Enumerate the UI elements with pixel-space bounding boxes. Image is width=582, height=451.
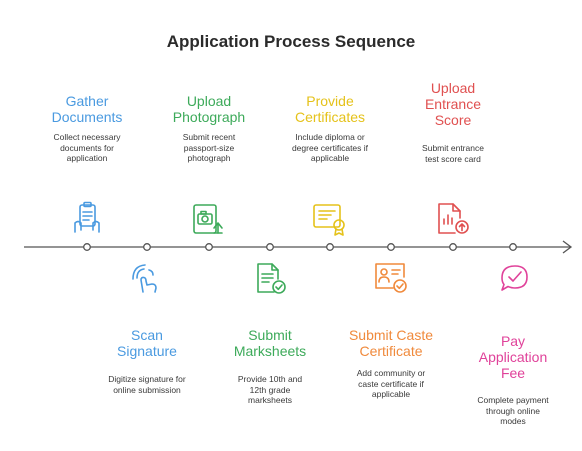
step-3-description: Submit recent passport-size photograph (182, 132, 236, 163)
id-card-check-icon (375, 263, 407, 293)
touch-signature-icon (132, 264, 157, 293)
timeline-node-4 (266, 243, 274, 251)
step-3-title: Upload Photograph (172, 93, 246, 125)
certificate-icon (313, 204, 345, 236)
document-check-icon (257, 263, 286, 294)
timeline-node-2 (143, 243, 151, 251)
step-2-description: Digitize signature for online submission (108, 374, 186, 395)
step-6-title: Submit Caste Certificate (348, 327, 434, 359)
step-1-title: Gather Documents (51, 93, 123, 125)
camera-upload-icon (193, 204, 223, 234)
step-5-description: Include diploma or degree certificates i… (291, 132, 369, 163)
step-7-title: Upload Entrance Score (424, 80, 482, 128)
timeline-node-8 (509, 243, 517, 251)
timeline-node-7 (449, 243, 457, 251)
step-8-description: Complete payment through online modes (477, 395, 549, 426)
step-7-description: Submit entrance test score card (422, 143, 484, 164)
score-upload-icon (438, 203, 469, 234)
step-5-title: Provide Certificates (294, 93, 366, 125)
timeline-node-1 (83, 243, 91, 251)
timeline-node-3 (205, 243, 213, 251)
step-4-description: Provide 10th and 12th grade marksheets (237, 374, 303, 405)
clipboard-hand-icon (74, 201, 100, 233)
payment-check-icon (501, 265, 528, 291)
timeline-node-6 (387, 243, 395, 251)
step-8-title: Pay Application Fee (478, 333, 548, 381)
step-4-title: Submit Marksheets (233, 327, 307, 359)
timeline-node-5 (326, 243, 334, 251)
step-2-title: Scan Signature (117, 327, 177, 359)
page-title: Application Process Sequence (166, 32, 416, 51)
step-6-description: Add community or caste certificate if ap… (356, 368, 426, 399)
timeline-arrowhead (562, 240, 573, 254)
step-1-description: Collect necessary documents for applicat… (53, 132, 121, 163)
